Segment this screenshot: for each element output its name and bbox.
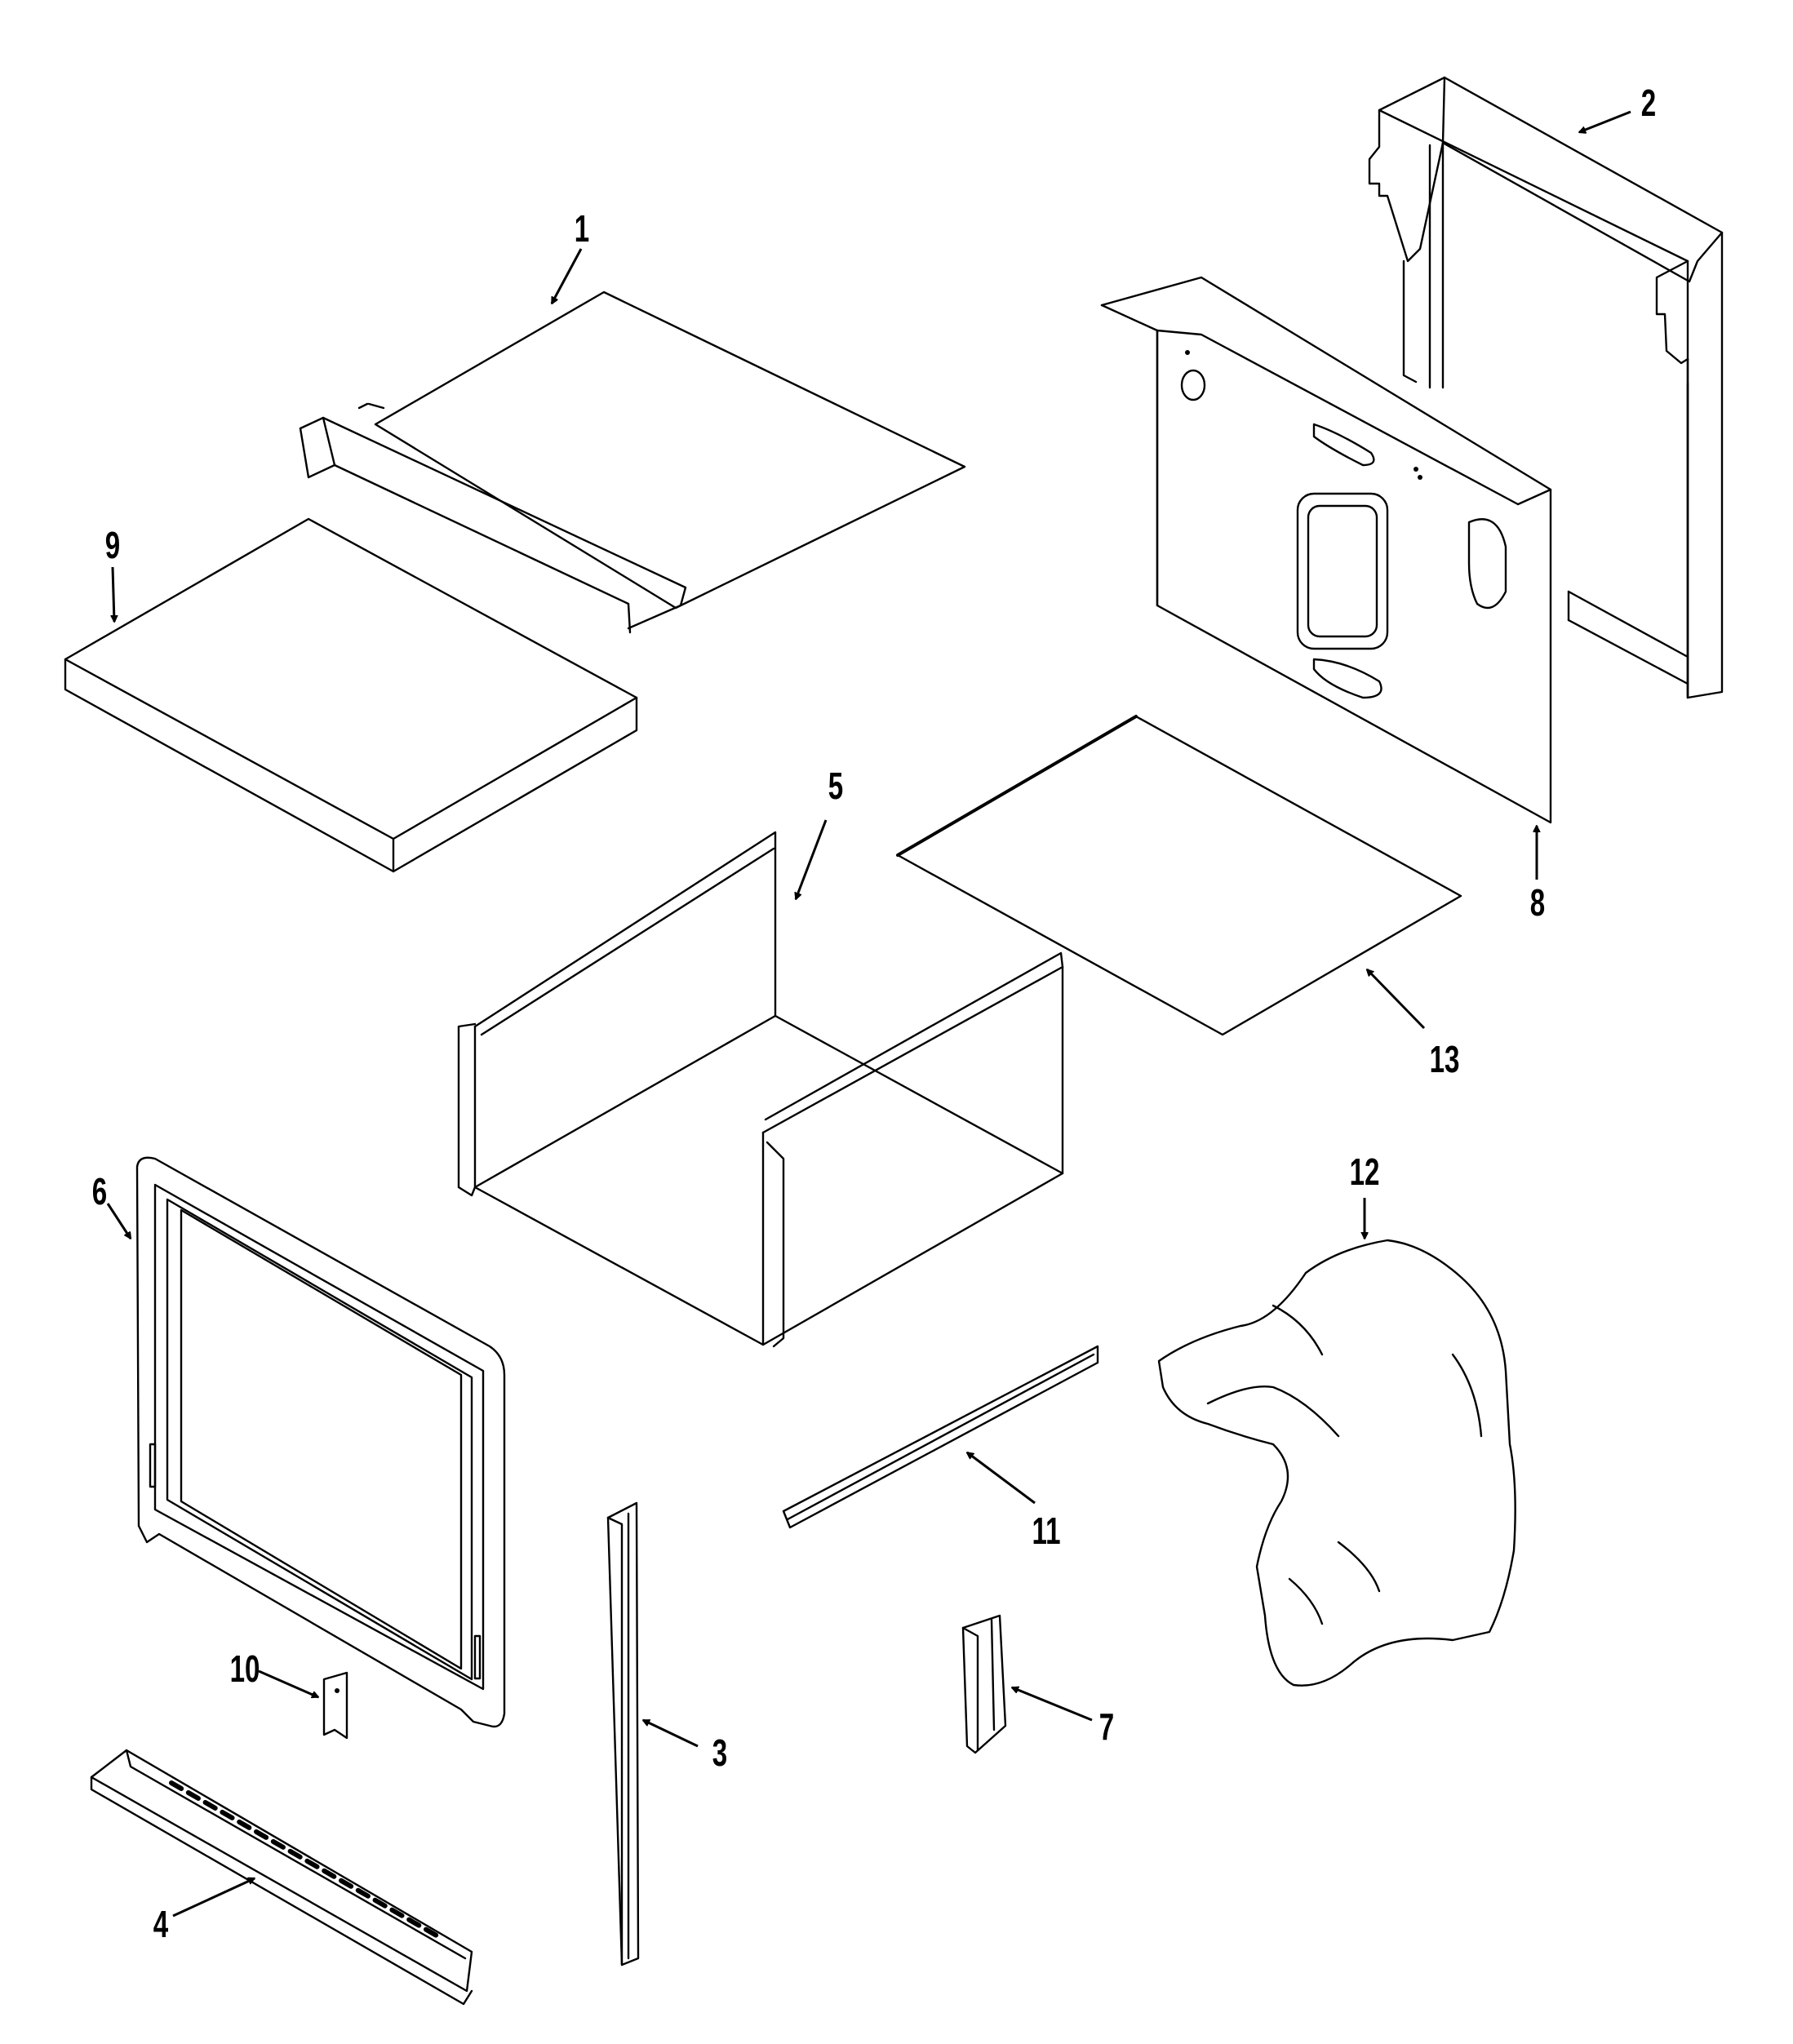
part-2-rear-frame [1368, 76, 1724, 699]
leader-1 [550, 248, 583, 304]
callout-9: 9 [104, 524, 121, 566]
callout-13: 13 [1429, 1038, 1460, 1080]
callout-6: 6 [91, 1170, 108, 1213]
leader-7 [1012, 1687, 1093, 1722]
part-13-floor-insulation [896, 715, 1462, 1036]
part-6-front-frame [135, 1156, 506, 1728]
leader-9 [113, 566, 114, 622]
leader-10 [258, 1669, 318, 1697]
part-4-bottom-trim [90, 1749, 473, 2006]
part-11-bottom-rail [782, 1345, 1099, 1529]
callout-7: 7 [1098, 1705, 1115, 1748]
part-9-top-insulation [64, 517, 638, 873]
part-1-top-cover [299, 290, 966, 634]
part-3-side-trim [606, 1501, 640, 1966]
leader-4 [172, 1878, 255, 1918]
callout-4: 4 [153, 1903, 169, 1945]
leader-arrows [106, 110, 1631, 1918]
leader-6 [106, 1203, 132, 1239]
part-5-oven-wrapper [457, 831, 1064, 1348]
callout-8: 8 [1529, 881, 1546, 924]
callout-1: 1 [574, 207, 590, 250]
callout-11: 11 [1032, 1510, 1061, 1552]
leader-5 [796, 819, 828, 899]
callout-3: 3 [712, 1731, 728, 1774]
callout-2: 2 [1640, 82, 1657, 124]
callout-12: 12 [1349, 1151, 1380, 1193]
callout-10: 10 [229, 1647, 260, 1690]
part-12-bulk-insulation [1157, 1239, 1516, 1687]
leader-2 [1579, 110, 1631, 132]
leader-11 [967, 1451, 1036, 1505]
leader-13 [1367, 969, 1426, 1030]
part-7-bracket [961, 1614, 1007, 1754]
callout-5: 5 [828, 765, 844, 807]
leader-3 [643, 1718, 699, 1748]
part-8-rear-wall [1100, 276, 1552, 824]
part-10-clip [322, 1671, 348, 1740]
